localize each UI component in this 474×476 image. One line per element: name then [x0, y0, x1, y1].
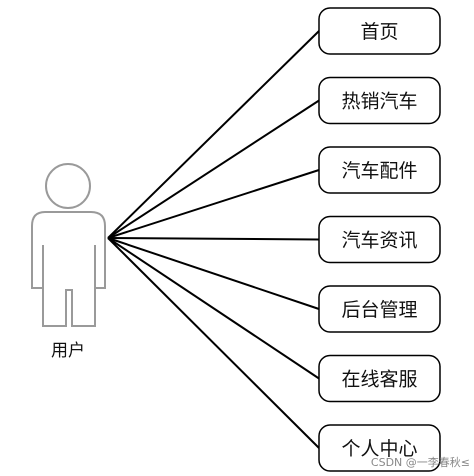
use-case-label: 首页: [360, 21, 398, 43]
actor-label: 用户: [51, 341, 85, 361]
use-case-node: 个人中心: [318, 424, 441, 472]
use-case-label: 个人中心: [341, 438, 417, 460]
use-case-box: [318, 285, 441, 333]
use-case-box: [318, 7, 441, 55]
use-case-label: 后台管理: [341, 299, 417, 321]
use-case-node: 后台管理: [318, 285, 441, 333]
actor-body: [31, 211, 106, 327]
use-case-node: 在线客服: [318, 354, 441, 403]
use-case-label: 汽车资讯: [341, 230, 417, 252]
association-line: [107, 237, 320, 310]
actor-head: [45, 163, 91, 209]
use-case-node: 热销汽车: [318, 76, 441, 125]
association-line: [107, 30, 320, 239]
use-case-box: [318, 424, 441, 472]
use-case-label: 热销汽车: [341, 91, 417, 113]
use-case-box: [318, 146, 441, 194]
use-case-node: 汽车配件: [318, 146, 441, 194]
association-line: [107, 237, 320, 449]
association-line: [107, 237, 320, 380]
association-lines: [107, 30, 320, 449]
association-line: [107, 99, 320, 239]
use-case-node: 首页: [318, 7, 441, 55]
use-case-box: [318, 354, 441, 403]
association-line: [107, 169, 320, 239]
use-case-box: [318, 215, 441, 264]
use-case-node: 汽车资讯: [318, 215, 441, 264]
watermark-text: CSDN @一李春秋≤: [370, 456, 470, 469]
use-case-label: 在线客服: [341, 369, 417, 391]
use-case-box: [318, 76, 441, 125]
actor-figure: [31, 163, 106, 327]
use-case-label: 汽车配件: [341, 160, 417, 182]
association-line: [107, 237, 320, 241]
